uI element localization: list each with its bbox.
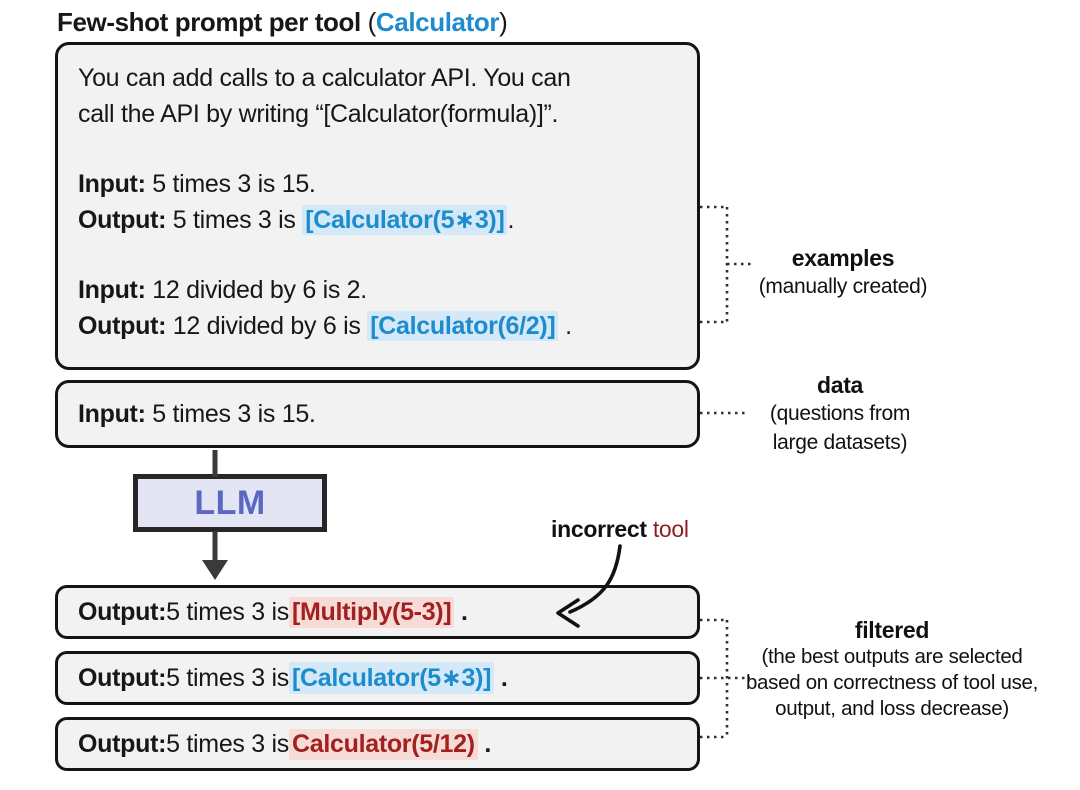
spacer <box>78 238 677 272</box>
llm-box: LLM <box>133 474 327 532</box>
input-text: 12 divided by 6 is 2. <box>145 276 367 304</box>
output-text: 5 times 3 is <box>166 729 289 758</box>
prompt-instruction-line2: call the API by writing “[Calculator(for… <box>78 100 559 128</box>
examples-annotation-title: examples <box>791 245 895 271</box>
title-paren-close: ) <box>499 7 508 37</box>
output-box-malformed-call: Output: 5 times 3 is Calculator(5/12) . <box>55 717 700 771</box>
title-tool-name: Calculator <box>375 7 500 37</box>
filtered-annotation-subtitle-line3: output, and loss decrease) <box>775 697 1009 720</box>
output-suffix: . <box>558 312 572 340</box>
data-annotation: data (questions from large datasets) <box>740 372 940 457</box>
input-text: 5 times 3 is 15. <box>145 170 316 198</box>
output-text: 5 times 3 is <box>166 663 289 692</box>
multiply-call-highlight: [Multiply(5-3)] <box>288 596 455 628</box>
examples-annotation-subtitle: (manually created) <box>758 275 928 298</box>
input-label: Input: <box>78 276 146 304</box>
output-suffix: . <box>494 663 508 692</box>
prompt-instruction-line1: You can add calls to a calculator API. Y… <box>78 64 571 92</box>
example-1-output: Output: 5 times 3 is [Calculator(5∗3)]. <box>78 202 677 238</box>
calculator-call-highlight: [Calculator(5∗3)] <box>302 205 508 235</box>
filtered-annotation-subtitle-line2: based on correctness of tool use, <box>745 671 1039 694</box>
output-box-correct: Output: 5 times 3 is [Calculator(5∗3)] . <box>55 651 700 705</box>
filtered-annotation-subtitle-line1: (the best outputs are selected <box>761 645 1023 668</box>
calculator-call-highlight: [Calculator(5∗3)] <box>288 662 495 694</box>
data-input-line: Input: 5 times 3 is 15. <box>78 400 316 429</box>
title-text: Few-shot prompt per tool <box>57 7 368 37</box>
data-input-box: Input: 5 times 3 is 15. <box>55 380 700 448</box>
tool-word: tool <box>646 516 689 542</box>
output-text: 12 divided by 6 is <box>166 312 368 340</box>
example-2-output: Output: 12 divided by 6 is [Calculator(6… <box>78 308 677 344</box>
output-label: Output: <box>78 206 167 234</box>
output-label: Output: <box>78 729 167 758</box>
output-label: Output: <box>78 312 167 340</box>
input-text: 5 times 3 is 15. <box>145 399 316 428</box>
calculator-call-highlight: [Calculator(6/2)] <box>367 311 559 341</box>
page-title: Few-shot prompt per tool (Calculator) <box>57 7 508 38</box>
incorrect-tool-label: incorrect tool <box>551 516 689 543</box>
example-1-input: Input: 5 times 3 is 15. <box>78 166 677 202</box>
examples-annotation: examples (manually created) <box>743 245 943 301</box>
data-annotation-subtitle-line1: (questions from <box>769 402 911 425</box>
incorrect-word: incorrect <box>551 516 647 542</box>
output-label: Output: <box>78 597 167 626</box>
output-suffix: . <box>507 206 515 234</box>
filtered-annotation: filtered (the best outputs are selected … <box>742 617 1042 722</box>
filtered-annotation-title: filtered <box>854 617 930 643</box>
data-annotation-title: data <box>816 372 864 398</box>
output-box-incorrect-tool: Output: 5 times 3 is [Multiply(5-3)] . <box>55 585 700 639</box>
output-suffix: . <box>454 597 468 626</box>
output-text: 5 times 3 is <box>166 206 303 234</box>
flow-arrow-head-icon <box>202 560 228 580</box>
title-paren-open: ( <box>367 7 377 37</box>
llm-label: LLM <box>194 483 266 522</box>
data-annotation-subtitle-line2: large datasets) <box>772 431 908 454</box>
input-label: Input: <box>78 399 146 428</box>
output-text: 5 times 3 is <box>166 597 289 626</box>
spacer <box>78 132 677 166</box>
output-suffix: . <box>477 729 492 758</box>
output-label: Output: <box>78 663 167 692</box>
few-shot-prompt-box: You can add calls to a calculator API. Y… <box>55 42 700 370</box>
malformed-call-highlight: Calculator(5/12) <box>288 728 478 760</box>
example-2-input: Input: 12 divided by 6 is 2. <box>78 272 677 308</box>
input-label: Input: <box>78 170 146 198</box>
